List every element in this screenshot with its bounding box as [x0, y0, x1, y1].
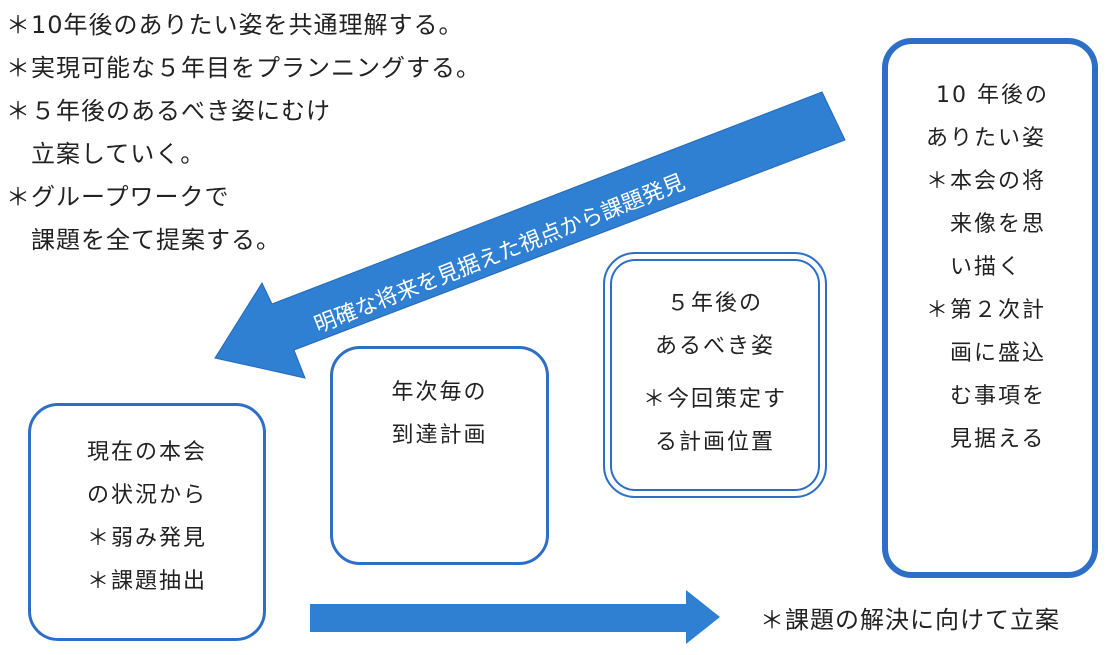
box-line: 見据える — [926, 427, 1046, 452]
objective: ＊５年後のあるべき姿にむけ — [6, 97, 331, 125]
objectives-list: ＊10年後のありたい姿を共通理解する。 ＊実現可能な５年目をプランニングする。 … — [6, 4, 481, 262]
bottom-arrow — [310, 590, 720, 644]
box-line: 10 年後の — [936, 83, 1049, 108]
box-line: ＊課題抽出 — [86, 569, 207, 594]
box-line: ありたい姿 — [926, 126, 1047, 151]
box-line: あるべき姿 — [654, 334, 775, 359]
objective: 立案していく。 — [6, 140, 206, 168]
box-line: の状況から — [86, 483, 207, 508]
box-line: む事項を — [926, 384, 1047, 409]
box-line: ＊今回策定す — [642, 387, 787, 412]
box-line: い描く — [926, 255, 1023, 280]
footer-note: ＊課題の解決に向けて立案 — [760, 606, 1060, 634]
box-line: ＊第２次計 — [926, 298, 1047, 323]
diagonal-arrow — [214, 91, 846, 379]
objective: ＊実現可能な５年目をプランニングする。 — [6, 54, 481, 82]
box-current-status: 現在の本会 の状況から ＊弱み発見 ＊課題抽出 — [28, 403, 266, 641]
box-line: 現在の本会 — [86, 440, 207, 465]
box-annual-plan: 年次毎の 到達計画 — [330, 346, 549, 565]
box-10-year: 10 年後の ありたい姿 ＊本会の将 来像を思 い描く ＊第２次計 画に盛込 む… — [882, 38, 1098, 578]
box-5-year: ５年後の あるべき姿 ＊今回策定す る計画位置 — [603, 252, 827, 498]
objective: ＊10年後のありたい姿を共通理解する。 — [6, 11, 464, 39]
objective: 課題を全て提案する。 — [6, 226, 281, 254]
box-line: る計画位置 — [654, 430, 775, 455]
objective: ＊グループワークで — [6, 183, 230, 211]
box-line: ＊弱み発見 — [86, 526, 207, 551]
box-line: 画に盛込 — [926, 341, 1047, 366]
box-line: ＊本会の将 — [926, 169, 1047, 194]
box-line: 来像を思 — [926, 212, 1047, 237]
box-line: ５年後の — [666, 291, 763, 316]
box-line: 到達計画 — [391, 423, 488, 448]
box-line: 年次毎の — [391, 380, 488, 405]
